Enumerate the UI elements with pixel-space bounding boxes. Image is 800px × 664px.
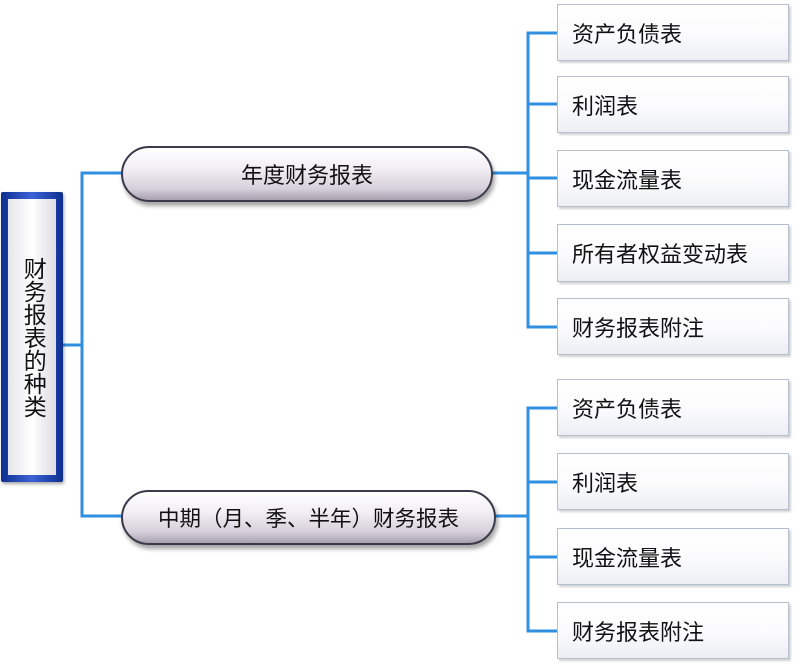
- leaf-annual-notes: 财务报表附注: [557, 298, 789, 355]
- leaf-annual-cash-flow: 现金流量表: [557, 150, 789, 207]
- leaf-interim-balance-sheet: 资产负债表: [557, 379, 789, 436]
- branch-annual-node: 年度财务报表: [121, 146, 493, 202]
- leaf-interim-income-statement: 利润表: [557, 453, 789, 510]
- leaf-interim-notes: 财务报表附注: [557, 602, 789, 659]
- leaf-annual-equity-changes: 所有者权益变动表: [557, 224, 789, 282]
- root-node-inner: 财务报表的种类: [8, 199, 56, 475]
- leaf-interim-cash-flow: 现金流量表: [557, 528, 789, 585]
- leaf-annual-balance-sheet: 资产负债表: [557, 4, 789, 61]
- branch-interim-node: 中期（月、季、半年）财务报表: [121, 490, 496, 545]
- leaf-annual-income-statement: 利润表: [557, 76, 789, 133]
- root-label: 财务报表的种类: [19, 256, 46, 418]
- root-node: 财务报表的种类: [1, 192, 63, 482]
